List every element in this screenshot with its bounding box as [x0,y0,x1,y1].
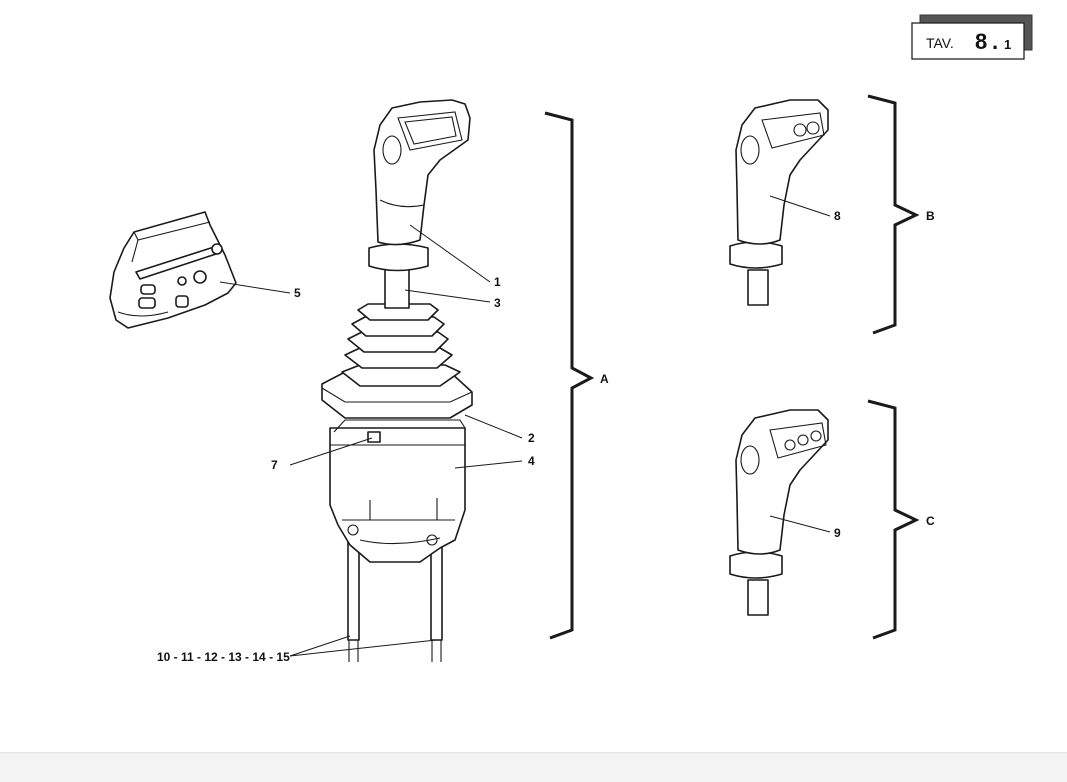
callout-10-15: 10 - 11 - 12 - 13 - 14 - 15 [157,650,290,664]
callout-1: 1 [494,275,501,289]
plate-number: 8 [975,29,987,54]
callout-3: 3 [494,296,501,310]
group-label-b: B [926,209,935,223]
group-label-c: C [926,514,935,528]
grip-b-shaft [747,269,769,306]
grip-variant-c [729,409,829,616]
grip-variant-b [729,99,829,306]
plate-prefix: TAV. [926,35,954,51]
grip-collar [368,243,429,272]
part-5-connector-bracket [109,211,237,329]
plate-label: TAV. 8 . 1 [911,14,1033,60]
leader-lines [219,195,831,657]
brace-group-c [867,399,920,640]
cable-right [430,544,443,641]
plate-separator: . [992,29,998,54]
brace-group-b [867,94,920,335]
grip-c-shaft [747,579,769,616]
shaft [384,267,410,309]
callout-5: 5 [294,286,301,300]
callout-9: 9 [834,526,841,540]
base-housing [329,427,466,563]
parts-diagram: TAV. 8 . 1 [109,14,1033,664]
viewer-bottom-bar [0,752,1067,782]
callout-7: 7 [271,458,278,472]
brace-group-a [544,111,595,640]
grip-handle [373,99,471,246]
part-7-pin [367,431,381,443]
callout-4: 4 [528,454,535,468]
callout-2: 2 [528,431,535,445]
cable-left [347,539,360,641]
callout-8: 8 [834,209,841,223]
joystick-assembly-a [321,99,473,662]
plate-sub-number: 1 [1004,37,1011,52]
group-label-a: A [600,372,609,386]
